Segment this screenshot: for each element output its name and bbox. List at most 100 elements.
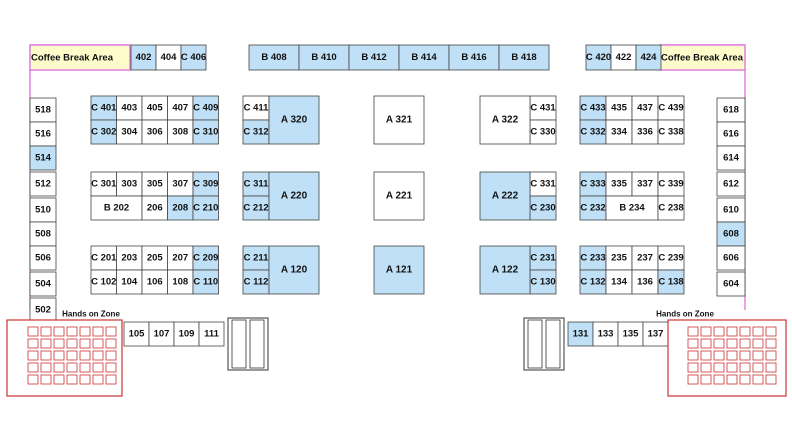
booth-336[interactable]: 336 — [631, 119, 659, 145]
booth-c-210[interactable]: C 210 — [192, 195, 219, 221]
booth-407[interactable]: 407 — [167, 95, 194, 121]
booth-203[interactable]: 203 — [116, 245, 143, 271]
booth-c-239[interactable]: C 239 — [657, 245, 685, 271]
booth-334[interactable]: 334 — [605, 119, 633, 145]
booth-a-222[interactable]: A 222 — [479, 171, 531, 221]
booth-b-410[interactable]: B 410 — [298, 44, 350, 71]
booth-c-112[interactable]: C 112 — [242, 269, 270, 295]
booth-c-238[interactable]: C 238 — [657, 195, 685, 221]
booth-305[interactable]: 305 — [141, 171, 168, 197]
booth-208[interactable]: 208 — [167, 195, 194, 221]
booth-b-418[interactable]: B 418 — [498, 44, 550, 71]
booth-c-409[interactable]: C 409 — [192, 95, 219, 121]
booth-c-110[interactable]: C 110 — [192, 269, 219, 295]
booth-108[interactable]: 108 — [167, 269, 194, 295]
booth-303[interactable]: 303 — [116, 171, 143, 197]
booth-608[interactable]: 608 — [716, 221, 746, 247]
booth-610[interactable]: 610 — [716, 197, 746, 223]
booth-a-322[interactable]: A 322 — [479, 95, 531, 145]
booth-a-121[interactable]: A 121 — [373, 245, 425, 295]
booth-502[interactable]: 502 — [29, 297, 57, 323]
booth-c-431[interactable]: C 431 — [529, 95, 557, 121]
booth-404[interactable]: 404 — [155, 44, 182, 71]
booth-516[interactable]: 516 — [29, 121, 57, 147]
booth-c-312[interactable]: C 312 — [242, 119, 270, 145]
booth-136[interactable]: 136 — [631, 269, 659, 295]
booth-c-439[interactable]: C 439 — [657, 95, 685, 121]
booth-109[interactable]: 109 — [173, 321, 200, 347]
booth-a-321[interactable]: A 321 — [373, 95, 425, 145]
booth-512[interactable]: 512 — [29, 171, 57, 197]
booth-c-201[interactable]: C 201 — [90, 245, 117, 271]
booth-137[interactable]: 137 — [642, 321, 669, 347]
booth-111[interactable]: 111 — [198, 321, 225, 347]
booth-b-412[interactable]: B 412 — [348, 44, 400, 71]
booth-b-416[interactable]: B 416 — [448, 44, 500, 71]
booth-c-333[interactable]: C 333 — [579, 171, 607, 197]
booth-133[interactable]: 133 — [592, 321, 619, 347]
booth-235[interactable]: 235 — [605, 245, 633, 271]
booth-b-234[interactable]: B 234 — [605, 195, 659, 221]
booth-c-411[interactable]: C 411 — [242, 95, 270, 121]
booth-104[interactable]: 104 — [116, 269, 143, 295]
booth-c-301[interactable]: C 301 — [90, 171, 117, 197]
booth-424[interactable]: 424 — [635, 44, 662, 71]
booth-c-420[interactable]: C 420 — [585, 44, 612, 71]
booth-422[interactable]: 422 — [610, 44, 637, 71]
booth-205[interactable]: 205 — [141, 245, 168, 271]
booth-c-138[interactable]: C 138 — [657, 269, 685, 295]
booth-614[interactable]: 614 — [716, 145, 746, 171]
booth-b-408[interactable]: B 408 — [248, 44, 300, 71]
booth-518[interactable]: 518 — [29, 97, 57, 123]
booth-c-311[interactable]: C 311 — [242, 171, 270, 197]
booth-c-232[interactable]: C 232 — [579, 195, 607, 221]
booth-437[interactable]: 437 — [631, 95, 659, 121]
booth-304[interactable]: 304 — [116, 119, 143, 145]
booth-c-330[interactable]: C 330 — [529, 119, 557, 145]
booth-a-120[interactable]: A 120 — [268, 245, 320, 295]
booth-107[interactable]: 107 — [148, 321, 175, 347]
booth-a-221[interactable]: A 221 — [373, 171, 425, 221]
booth-504[interactable]: 504 — [29, 271, 57, 297]
booth-508[interactable]: 508 — [29, 221, 57, 247]
booth-c-309[interactable]: C 309 — [192, 171, 219, 197]
booth-606[interactable]: 606 — [716, 245, 746, 271]
booth-c-332[interactable]: C 332 — [579, 119, 607, 145]
booth-337[interactable]: 337 — [631, 171, 659, 197]
booth-a-320[interactable]: A 320 — [268, 95, 320, 145]
booth-131[interactable]: 131 — [567, 321, 594, 347]
booth-c-212[interactable]: C 212 — [242, 195, 270, 221]
booth-c-406[interactable]: C 406 — [180, 44, 207, 71]
booth-308[interactable]: 308 — [167, 119, 194, 145]
booth-c-331[interactable]: C 331 — [529, 171, 557, 197]
booth-b-414[interactable]: B 414 — [398, 44, 450, 71]
booth-c-211[interactable]: C 211 — [242, 245, 270, 271]
booth-c-310[interactable]: C 310 — [192, 119, 219, 145]
booth-506[interactable]: 506 — [29, 245, 57, 271]
booth-514[interactable]: 514 — [29, 145, 57, 171]
booth-106[interactable]: 106 — [141, 269, 168, 295]
booth-c-231[interactable]: C 231 — [529, 245, 557, 271]
booth-c-130[interactable]: C 130 — [529, 269, 557, 295]
booth-c-132[interactable]: C 132 — [579, 269, 607, 295]
booth-135[interactable]: 135 — [617, 321, 644, 347]
booth-306[interactable]: 306 — [141, 119, 168, 145]
booth-207[interactable]: 207 — [167, 245, 194, 271]
booth-307[interactable]: 307 — [167, 171, 194, 197]
booth-206[interactable]: 206 — [141, 195, 168, 221]
booth-b-202[interactable]: B 202 — [90, 195, 143, 221]
booth-134[interactable]: 134 — [605, 269, 633, 295]
booth-237[interactable]: 237 — [631, 245, 659, 271]
booth-c-233[interactable]: C 233 — [579, 245, 607, 271]
booth-435[interactable]: 435 — [605, 95, 633, 121]
booth-510[interactable]: 510 — [29, 197, 57, 223]
booth-c-209[interactable]: C 209 — [192, 245, 219, 271]
booth-335[interactable]: 335 — [605, 171, 633, 197]
booth-612[interactable]: 612 — [716, 171, 746, 197]
booth-405[interactable]: 405 — [141, 95, 168, 121]
booth-618[interactable]: 618 — [716, 97, 746, 123]
booth-c-401[interactable]: C 401 — [90, 95, 117, 121]
booth-105[interactable]: 105 — [123, 321, 150, 347]
booth-c-230[interactable]: C 230 — [529, 195, 557, 221]
booth-c-302[interactable]: C 302 — [90, 119, 117, 145]
